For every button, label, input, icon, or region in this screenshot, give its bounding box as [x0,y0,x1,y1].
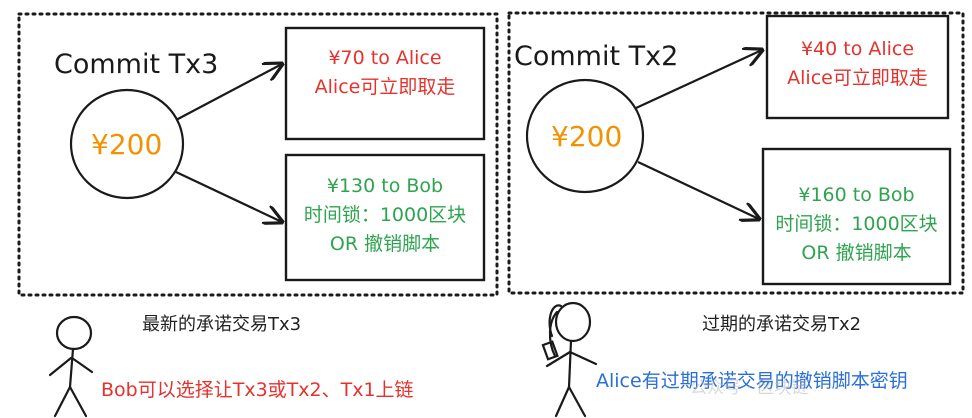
commit-tx3-title: Commit Tx3 [54,49,219,80]
alice-note: Alice有过期承诺交易的撤销脚本密钥 [596,370,908,392]
alice-output-text-tx3: ¥70 to Alice Alice可立即取走 [286,44,484,102]
arrow-to-bob-tx2 [637,161,759,219]
commit-tx2-title: Commit Tx2 [514,41,679,72]
alice-output-condition: Alice可立即取走 [787,67,928,89]
panel-frame-tx3 [17,12,499,297]
latest-commitment-caption: 最新的承诺交易Tx3 [142,314,302,335]
bob-output-amount: ¥160 to Bob [798,184,915,206]
alice-output-condition: Alice可立即取走 [314,76,456,98]
alice-output-amount: ¥70 to Alice [328,47,442,69]
funding-amount-tx2: ¥200 [551,120,623,153]
bob-output-revocation: OR 撤销脚本 [329,233,441,255]
alice-output-box-tx2 [765,14,950,120]
funding-circle-tx2 [525,78,645,194]
bob-output-amount: ¥130 to Bob [326,175,444,197]
bob-output-text-tx3: ¥130 to Bob 时间锁：1000区块 OR 撤销脚本 [286,172,484,259]
bob-output-timelock: 时间锁：1000区块 [775,213,938,235]
arrow-to-alice-tx2 [635,50,762,109]
expired-commitment-caption: 过期的承诺交易Tx2 [702,314,862,335]
watermark-text: 公众号 · 区块链 [690,378,809,398]
alice-output-text-tx2: ¥40 to Alice Alice可立即取走 [767,35,948,93]
arrow-to-bob-tx3 [175,171,282,222]
panel-frame-tx2 [507,11,965,295]
alice-output-amount: ¥40 to Alice [800,38,915,60]
arrow-to-alice-tx3 [175,64,282,121]
funding-amount-tx3: ¥200 [91,128,163,161]
bob-note: Bob可以选择让Tx3或Tx2、Tx1上链 [101,379,414,401]
alice-output-box-tx3 [284,26,486,141]
bob-output-timelock: 时间锁：1000区块 [303,204,467,226]
bob-output-text-tx2: ¥160 to Bob 时间锁：1000区块 OR 撤销脚本 [763,181,950,268]
bob-stick-figure [48,315,94,418]
funding-circle-tx3 [69,88,185,200]
bob-output-revocation: OR 撤销脚本 [801,242,912,264]
alice-stick-figure [541,301,598,418]
